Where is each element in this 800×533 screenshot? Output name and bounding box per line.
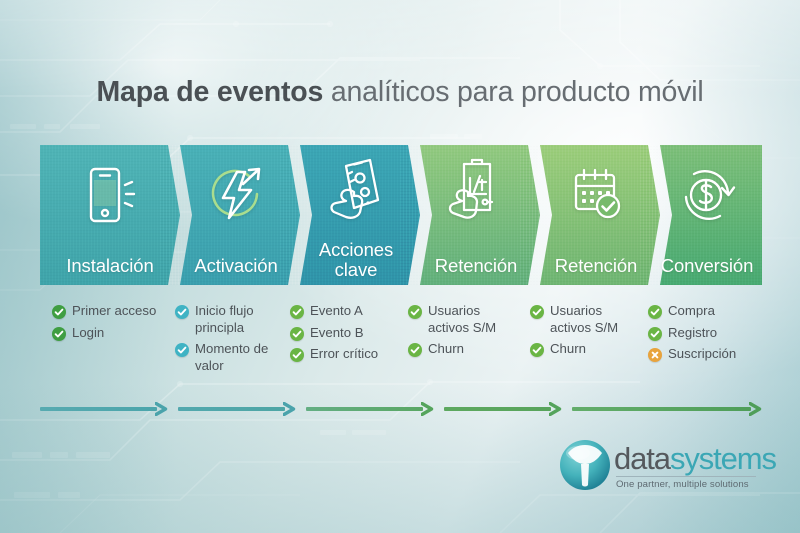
check-icon bbox=[648, 326, 662, 341]
stage-texture bbox=[400, 145, 540, 285]
stage-texture bbox=[520, 145, 660, 285]
page-title-bold: Mapa de eventos bbox=[96, 76, 324, 108]
stage-label: Acciones clave bbox=[280, 240, 420, 280]
logo-name-second: systems bbox=[669, 441, 777, 476]
stage-conversion[interactable]: Conversión bbox=[640, 145, 762, 285]
list-item-label: Churn bbox=[550, 341, 586, 356]
stage-label: Activación bbox=[160, 256, 300, 276]
list-item-label: Evento A bbox=[310, 303, 363, 318]
check-icon bbox=[530, 305, 544, 319]
logo-tagline: One partner, multiple solutions bbox=[616, 479, 749, 490]
check-icon bbox=[290, 305, 304, 319]
flow-arrow-1 bbox=[40, 400, 168, 418]
logo-wordmark: datasystems bbox=[614, 441, 777, 476]
hand-tap-phone-icon bbox=[280, 155, 420, 223]
check-icon bbox=[290, 348, 304, 362]
stage-label-line1: Instalación bbox=[66, 255, 154, 276]
list-item-label: Usuarios activos S/M bbox=[550, 303, 619, 335]
check-icon bbox=[175, 305, 189, 319]
stage-label: Instalación bbox=[40, 256, 180, 276]
list-item-label: Compra bbox=[668, 303, 715, 318]
list-item[interactable]: Primer acceso bbox=[52, 303, 168, 320]
stage-texture bbox=[280, 145, 420, 285]
check-icon bbox=[408, 305, 422, 319]
bullet-column-retencion-1: Usuarios activos S/M Churn bbox=[408, 303, 518, 363]
check-icon bbox=[175, 343, 189, 357]
list-item-label: Registro bbox=[668, 324, 718, 340]
flow-arrow-3 bbox=[306, 400, 434, 418]
list-item-label: Evento B bbox=[310, 324, 364, 340]
stage-shape bbox=[40, 145, 180, 285]
flow-arrow-2 bbox=[178, 400, 296, 418]
stage-label-line1: Activación bbox=[194, 255, 278, 276]
stage-shape bbox=[660, 145, 762, 285]
check-icon bbox=[290, 326, 304, 341]
logo-divider bbox=[616, 476, 756, 477]
stage-instalacion[interactable]: Instalación bbox=[40, 145, 180, 285]
bullet-column-conversion: Compra Registro Suscripción bbox=[648, 303, 758, 368]
list-item-label: Churn bbox=[428, 341, 464, 356]
stage-label-line1: Acciones bbox=[318, 239, 394, 260]
list-item[interactable]: Registro bbox=[648, 325, 758, 342]
flow-arrows bbox=[40, 400, 762, 418]
stage-label: Retención bbox=[400, 256, 540, 276]
bullet-lists: Primer acceso Login Inicio flujo princip… bbox=[40, 303, 762, 388]
list-item[interactable]: Churn bbox=[530, 341, 640, 358]
bullet-column-instalacion: Primer acceso Login bbox=[52, 303, 168, 346]
stage-label-line1: Retención bbox=[434, 255, 518, 276]
list-item[interactable]: Suscripción bbox=[648, 346, 758, 363]
check-icon bbox=[52, 305, 66, 319]
bullet-column-activacion: Inicio flujo principla Momento de valor bbox=[175, 303, 285, 379]
list-item-label: Suscripción bbox=[668, 346, 737, 361]
dollar-refresh-icon bbox=[640, 161, 762, 229]
list-item[interactable]: Evento A bbox=[290, 303, 400, 320]
clipboard-hand-icon bbox=[400, 155, 540, 223]
lightning-circle-icon bbox=[160, 161, 300, 229]
list-item[interactable]: Evento B bbox=[290, 325, 400, 342]
stage-acciones-clave[interactable]: Acciones clave bbox=[280, 145, 420, 285]
list-item[interactable]: Usuarios activos S/M bbox=[408, 303, 518, 336]
stage-label: Retención bbox=[520, 256, 660, 276]
datasystems-sphere-icon bbox=[558, 438, 612, 492]
page-title: Mapa de eventos analíticos para producto… bbox=[0, 76, 800, 109]
list-item-label: Momento de valor bbox=[195, 341, 269, 373]
stage-texture bbox=[640, 145, 762, 285]
stage-retencion-2[interactable]: Retención bbox=[520, 145, 660, 285]
stage-label-line2: clave bbox=[334, 259, 378, 280]
page-title-rest: analíticos para producto móvil bbox=[323, 76, 704, 108]
list-item[interactable]: Error crítico bbox=[290, 346, 400, 363]
stage-band: Instalación Activación bbox=[40, 145, 762, 285]
logo[interactable]: datasystems One partner, multiple soluti… bbox=[558, 436, 777, 500]
stage-activacion[interactable]: Activación bbox=[160, 145, 300, 285]
list-item[interactable]: Momento de valor bbox=[175, 341, 285, 374]
stage-label-line1: Conversión bbox=[660, 255, 754, 276]
check-icon bbox=[530, 343, 544, 357]
flow-arrow-5 bbox=[572, 400, 762, 418]
list-item[interactable]: Inicio flujo principla bbox=[175, 303, 285, 336]
list-item[interactable]: Churn bbox=[408, 341, 518, 358]
list-item-label: Usuarios activos S/M bbox=[428, 303, 497, 335]
flow-arrow-4 bbox=[444, 400, 562, 418]
stage-label-line1: Retención bbox=[554, 255, 638, 276]
list-item[interactable]: Login bbox=[52, 325, 168, 342]
stage-shape bbox=[420, 145, 540, 285]
stage-retencion-1[interactable]: Retención bbox=[400, 145, 540, 285]
phone-icon bbox=[40, 161, 180, 229]
cross-icon bbox=[648, 348, 662, 362]
check-icon bbox=[648, 305, 662, 319]
check-icon bbox=[52, 326, 66, 341]
list-item-label: Primer acceso bbox=[72, 303, 157, 318]
calendar-check-icon bbox=[520, 161, 660, 229]
list-item-label: Error crítico bbox=[310, 346, 379, 361]
list-item[interactable]: Usuarios activos S/M bbox=[530, 303, 640, 336]
stage-shape bbox=[300, 145, 420, 285]
logo-name-first: data bbox=[614, 441, 671, 476]
list-item-label: Inicio flujo principla bbox=[195, 303, 254, 335]
list-item[interactable]: Compra bbox=[648, 303, 758, 320]
stage-label: Conversión bbox=[640, 256, 762, 276]
bullet-column-acciones-clave: Evento A Evento B Error crítico bbox=[290, 303, 400, 368]
list-item-label: Login bbox=[72, 324, 105, 340]
bullet-column-retencion-2: Usuarios activos S/M Churn bbox=[530, 303, 640, 363]
check-icon bbox=[408, 343, 422, 357]
